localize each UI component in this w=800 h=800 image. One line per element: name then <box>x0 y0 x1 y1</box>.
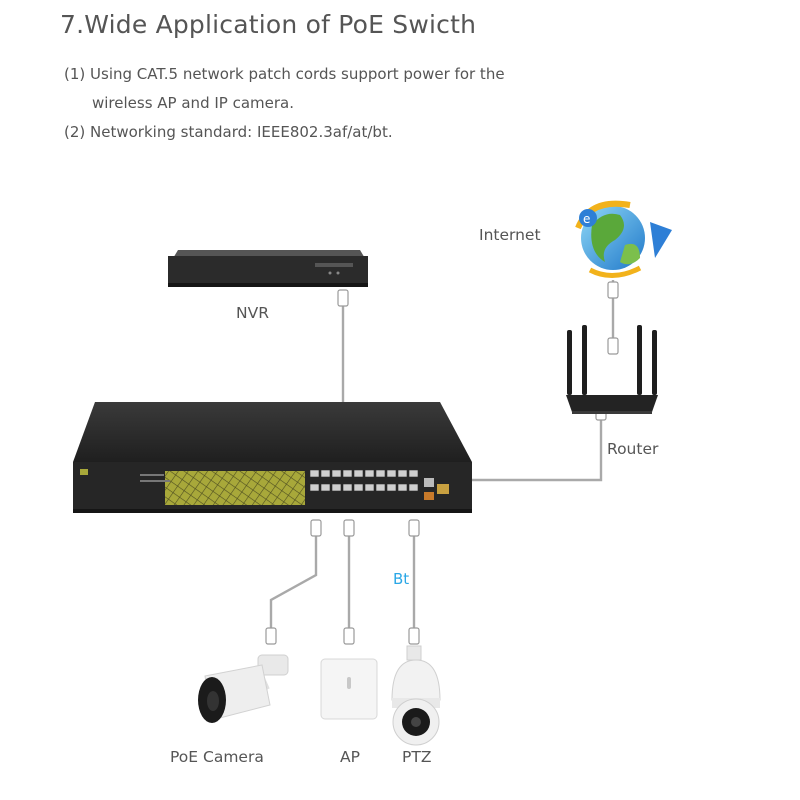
rj45-connector <box>607 337 619 355</box>
rj45-connector <box>310 519 322 537</box>
rj45-connector <box>607 281 619 299</box>
bullet-number: (1) <box>64 65 86 83</box>
bullet-item-2: (2) Networking standard: IEEE802.3af/at/… <box>64 118 393 147</box>
globe-icon: e <box>575 200 672 278</box>
poe-switch-icon <box>73 402 472 513</box>
bullet-text: Networking standard: IEEE802.3af/at/bt. <box>90 123 393 141</box>
ptz-label: PTZ <box>402 748 432 766</box>
rj45-connector <box>408 627 420 645</box>
bullet-text-continued: wireless AP and IP camera. <box>92 94 295 112</box>
cable-switch-camera <box>269 522 318 640</box>
rj45-connector <box>265 627 277 645</box>
bt-label: Bt <box>393 570 410 588</box>
cable-router-switch <box>446 412 603 482</box>
ptz-camera-icon <box>391 645 441 746</box>
bullet-camera-icon <box>198 654 289 723</box>
bullet-text: Using CAT.5 network patch cords support … <box>90 65 505 83</box>
rj45-connector <box>337 289 349 307</box>
svg-text:e: e <box>583 212 590 226</box>
bullet-number: (2) <box>64 123 86 141</box>
ap-label: AP <box>340 748 360 766</box>
router-icon <box>566 325 658 414</box>
internet-label: Internet <box>479 226 541 244</box>
rj45-connector <box>408 519 420 537</box>
rj45-connector <box>343 627 355 645</box>
title: 7.Wide Application of PoE Swicth <box>60 10 477 39</box>
bullet-item-1: (1) Using CAT.5 network patch cords supp… <box>64 60 624 118</box>
nvr-label: NVR <box>236 304 269 322</box>
router-label: Router <box>607 440 659 458</box>
access-point-icon <box>320 658 378 720</box>
poe-camera-label: PoE Camera <box>170 748 264 766</box>
nvr-icon <box>168 250 368 287</box>
rj45-connector <box>343 519 355 537</box>
